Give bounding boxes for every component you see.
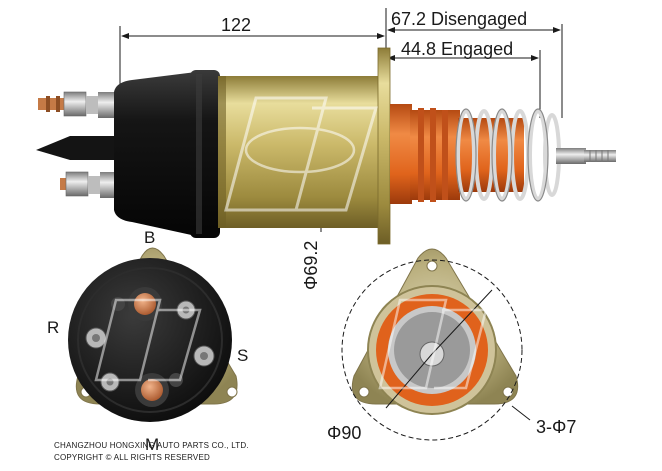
dimension-lines <box>119 8 563 232</box>
mounting-flange <box>377 47 391 245</box>
black-end-cap <box>114 72 212 236</box>
terminal-b-label: B <box>144 228 156 247</box>
disengaged-dimension-label: 67.2 Disengaged <box>391 9 528 29</box>
terminal-stud-r <box>85 327 107 349</box>
watermark-logo-icon <box>224 96 379 212</box>
engaged-dimension-label: 44.8 Engaged <box>401 39 514 59</box>
length-dimension-label: 122 <box>221 15 252 35</box>
terminal-m-label: M <box>145 435 160 454</box>
terminal-stud-b <box>128 287 162 321</box>
threaded-stud <box>584 150 616 162</box>
lower-terminal-stud <box>60 171 118 198</box>
terminal-r-label: R <box>47 318 60 337</box>
body-diameter-label: Φ69.2 <box>301 240 321 290</box>
mount-holes-label: 3-Φ7 <box>536 417 577 437</box>
upper-terminal-stud <box>38 91 116 118</box>
flange-diameter-label: Φ90 <box>327 423 362 443</box>
solenoid-plunger-end-view <box>341 248 523 441</box>
plunger-shaft <box>556 148 586 164</box>
terminal-stud-s <box>193 345 215 367</box>
solenoid-terminal-end-view <box>68 247 238 422</box>
spring-shadow <box>455 108 549 202</box>
terminal-stud-m <box>135 373 169 407</box>
spade-terminal <box>36 136 126 160</box>
solenoid-side-view <box>36 47 616 245</box>
footer-company: CHANGZHOU HONGXING AUTO PARTS CO., LTD. <box>54 441 249 450</box>
footer-copyright: COPYRIGHT © ALL RIGHTS RESERVED <box>54 453 210 462</box>
terminal-s-label: S <box>237 346 249 365</box>
